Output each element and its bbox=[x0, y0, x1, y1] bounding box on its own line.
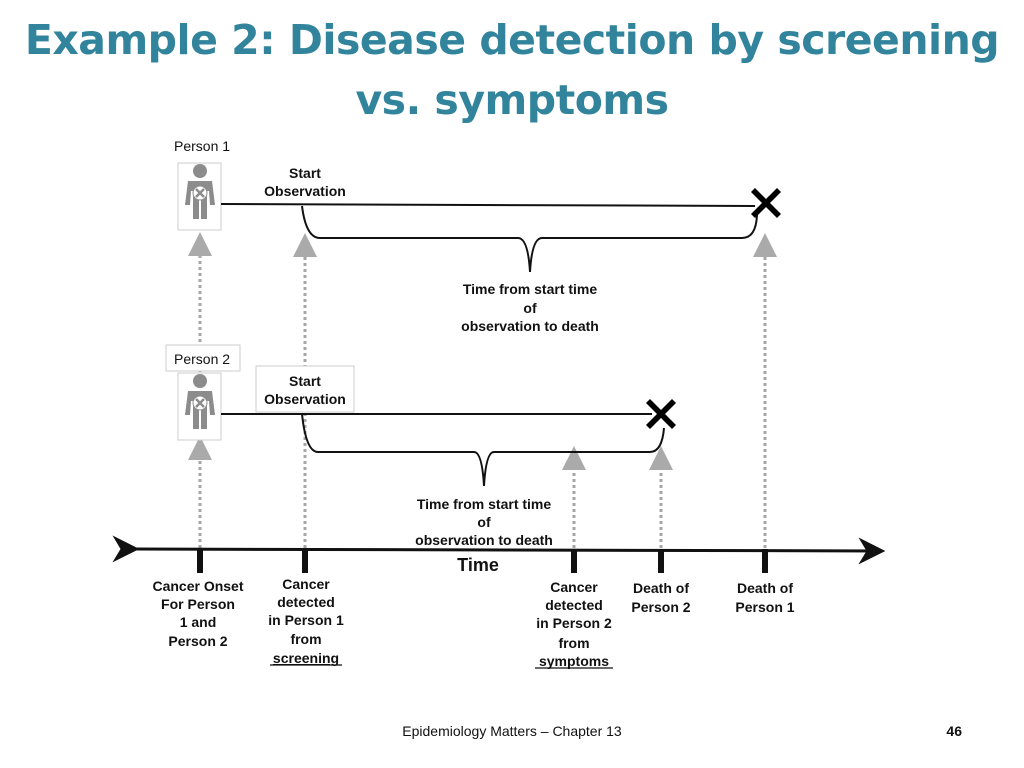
event-screening-line: Cancer bbox=[282, 576, 330, 592]
person2-start-obs-1: Start bbox=[289, 373, 321, 389]
event-death2: Death of Person 2 bbox=[631, 580, 690, 615]
event-onset-line: 1 and bbox=[180, 614, 217, 630]
event-screening-underlined: screening bbox=[273, 650, 339, 666]
event-labels: Cancer Onset For Person 1 and Person 2 C… bbox=[152, 576, 794, 669]
person1-brace-label-2: of bbox=[523, 300, 537, 316]
event-death1: Death of Person 1 bbox=[735, 580, 794, 615]
event-symptoms-line: in Person 2 bbox=[536, 615, 612, 631]
person1-brace-label-1: Time from start time bbox=[463, 281, 598, 297]
person1-label: Person 1 bbox=[174, 138, 230, 154]
event-symptoms-underlined: symptoms bbox=[539, 653, 609, 669]
person1-start-obs-1: Start bbox=[289, 165, 321, 181]
person2-start-obs-2: Observation bbox=[264, 391, 346, 407]
person2-brace-label-1: Time from start time bbox=[417, 496, 552, 512]
event-screening: Cancer detected in Person 1 from screeni… bbox=[268, 576, 344, 666]
event-death1-line: Death of bbox=[737, 580, 793, 596]
person2-brace-label-3: observation to death bbox=[415, 532, 553, 548]
person1-brace-label-3: observation to death bbox=[461, 318, 599, 334]
page-number: 46 bbox=[946, 723, 962, 739]
event-onset-line: Person 2 bbox=[168, 633, 227, 649]
event-death2-line: Death of bbox=[633, 580, 689, 596]
tick-death1 bbox=[762, 549, 768, 573]
tick-screening bbox=[302, 549, 308, 573]
event-symptoms: Cancer detected in Person 2 from symptom… bbox=[535, 579, 613, 669]
death-x-icon bbox=[751, 188, 781, 218]
title-line-1: Example 2: Disease detection by screenin… bbox=[24, 16, 1000, 64]
event-death2-line: Person 2 bbox=[631, 599, 690, 615]
event-symptoms-line: from bbox=[558, 635, 589, 651]
event-screening-line: from bbox=[290, 631, 321, 647]
slide-title: Example 2: Disease detection by screenin… bbox=[0, 10, 1024, 130]
time-axis: Time bbox=[112, 535, 886, 575]
event-onset-line: Cancer Onset bbox=[152, 578, 243, 594]
footer-text: Epidemiology Matters – Chapter 13 bbox=[402, 723, 622, 739]
axis-label: Time bbox=[457, 555, 499, 575]
person2-brace bbox=[301, 413, 665, 487]
title-line-2: vs. symptoms bbox=[355, 76, 669, 124]
event-onset-line: For Person bbox=[161, 596, 235, 612]
person2-brace-label-2: of bbox=[477, 514, 491, 530]
person2-row: Person 2 Start Observation Time from sta… bbox=[165, 344, 676, 548]
person1-row: Person 1 Start Observation Time from sta… bbox=[174, 138, 781, 334]
event-screening-line: in Person 1 bbox=[268, 612, 344, 628]
person1-start-obs-2: Observation bbox=[264, 183, 346, 199]
event-screening-line: detected bbox=[277, 594, 335, 610]
person1-brace bbox=[301, 205, 758, 273]
event-death1-line: Person 1 bbox=[735, 599, 794, 615]
tick-symptoms bbox=[571, 549, 577, 573]
tick-death2 bbox=[658, 549, 664, 573]
event-symptoms-line: detected bbox=[545, 597, 603, 613]
event-symptoms-line: Cancer bbox=[550, 579, 598, 595]
tick-onset bbox=[197, 549, 203, 573]
person2-label: Person 2 bbox=[174, 351, 230, 367]
event-onset: Cancer Onset For Person 1 and Person 2 bbox=[152, 578, 243, 649]
